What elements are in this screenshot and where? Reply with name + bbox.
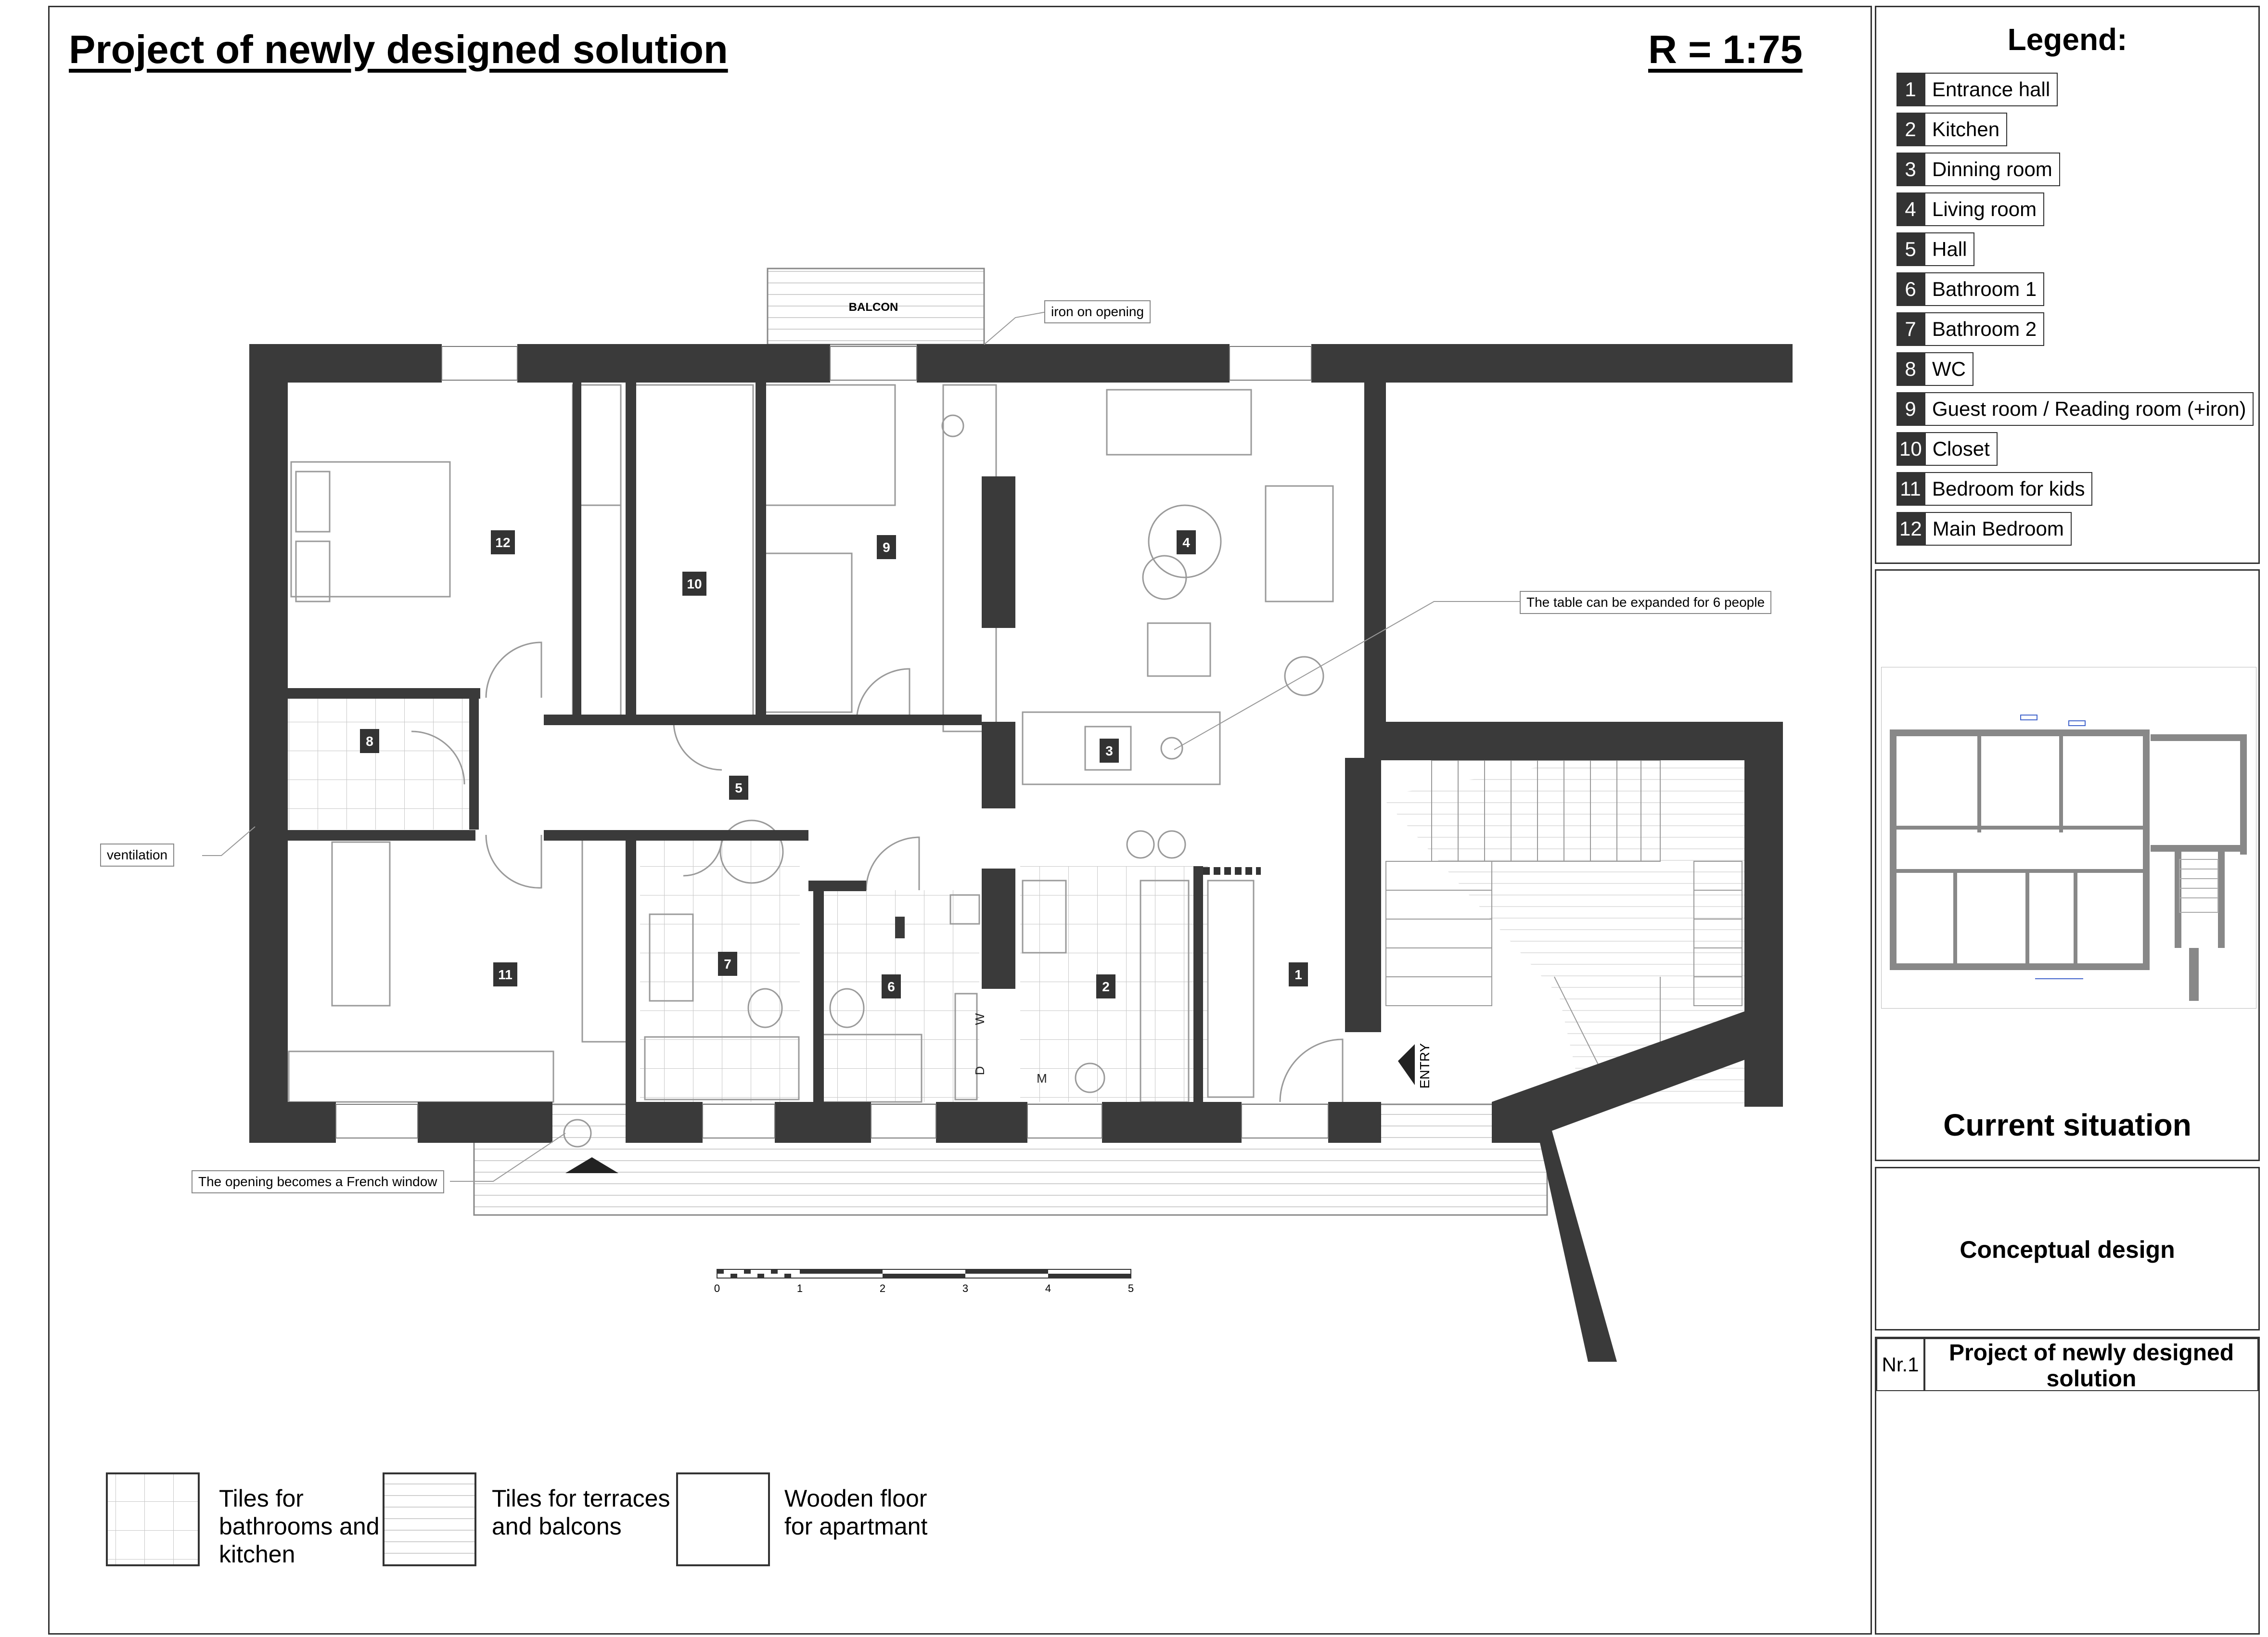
legend-number: 12 (1896, 512, 1925, 546)
ventilation-callout: ventilation (100, 844, 175, 867)
conceptual-design-title: Conceptual design (1960, 1236, 2175, 1263)
legend-label: Guest room / Reading room (+iron) (1924, 392, 2254, 426)
scale-tick: 1 (797, 1282, 803, 1294)
entry-arrow-icon (1398, 1044, 1415, 1085)
current-situation-thumbnail (1881, 667, 2256, 1009)
material-label-line: Tiles for (219, 1485, 304, 1512)
iron-callout: iron on opening (1044, 300, 1151, 323)
balcony-label: BALCON (849, 301, 898, 314)
tile-swatch-label: Tiles for bathrooms and kitchen (219, 1484, 380, 1568)
legend-number: 8 (1896, 352, 1924, 386)
legend-label: Dinning room (1924, 153, 2060, 186)
legend-number: 11 (1896, 472, 1924, 506)
material-label-line: kitchen (219, 1541, 295, 1568)
current-situation-title: Current situation (1943, 1108, 2191, 1142)
legend-label: Bathroom 1 (1924, 272, 2045, 306)
legend-label: Hall (1924, 232, 1975, 266)
legend-number: 10 (1896, 432, 1925, 466)
table-callout: The table can be expanded for 6 people (1520, 591, 1772, 614)
room-tag: 12 (495, 535, 510, 550)
terrace-tile-swatch (383, 1472, 476, 1566)
material-label-line: and balcons (492, 1513, 622, 1540)
tile-swatch (106, 1472, 200, 1566)
entry-label: ENTRY (1417, 1043, 1432, 1088)
scale-bar: 0 1 2 3 4 5 (714, 1269, 1134, 1294)
legend-label: Living room (1924, 192, 2045, 226)
wooden-floor-swatch (676, 1472, 770, 1566)
legend-number: 3 (1896, 153, 1924, 186)
material-label-line: Tiles for terraces (492, 1485, 670, 1512)
legend-label: Bedroom for kids (1924, 472, 2093, 506)
legend-number: 6 (1896, 272, 1924, 306)
legend-number: 5 (1896, 232, 1924, 266)
material-label-line: Wooden floor (784, 1485, 927, 1512)
walls (249, 344, 1793, 1362)
scale-tick: 5 (1128, 1282, 1134, 1294)
legend-label: Main Bedroom (1924, 512, 2072, 546)
room-tag: 8 (366, 734, 373, 749)
room-tag: 6 (887, 979, 895, 994)
floor-plan: BALCON (108, 268, 1793, 1564)
material-label-line: bathrooms and (219, 1513, 380, 1540)
legend-label: Kitchen (1924, 113, 2008, 146)
room-tag: 11 (498, 967, 513, 982)
current-situation-panel: Current situation (1875, 569, 2260, 1161)
legend-label: WC (1924, 352, 1973, 386)
balcony (767, 268, 985, 345)
legend-number: 4 (1896, 192, 1924, 226)
wooden-floor-swatch-label: Wooden floor for apartmant (784, 1484, 927, 1540)
scale-tick: 4 (1045, 1282, 1051, 1294)
room-tag: 3 (1105, 743, 1113, 758)
legend-label: Bathroom 2 (1924, 312, 2045, 346)
material-label-line: for apartmant (784, 1513, 928, 1540)
terrace-arrow-icon (565, 1157, 618, 1173)
conceptual-design-panel: Conceptual design (1875, 1167, 2260, 1330)
dryer-label: D (973, 1066, 987, 1075)
legend-number: 1 (1896, 73, 1924, 106)
legend-label: Entrance hall (1924, 73, 2058, 106)
washer-label: W (973, 1013, 987, 1025)
room-tag: 2 (1102, 979, 1110, 994)
microwave-label: M (1037, 1071, 1047, 1086)
legend-label: Closet (1924, 432, 1998, 466)
sheet-title: Project of newly designed solution (1924, 1338, 2258, 1392)
french-window-callout: The opening becomes a French window (192, 1170, 444, 1193)
staircase (1385, 760, 1743, 1074)
scale-label: R = 1:75 (1648, 27, 1803, 72)
room-tag: 4 (1182, 535, 1190, 550)
room-tag: 1 (1294, 967, 1302, 982)
sheet-number: Nr.1 (1876, 1338, 1924, 1391)
legend-title: Legend: (2007, 22, 2127, 57)
room-tag: 10 (687, 576, 702, 591)
room-tag: 5 (735, 780, 743, 795)
legend-number: 9 (1896, 392, 1924, 426)
terrace-tile-swatch-label: Tiles for terraces and balcons (492, 1484, 670, 1540)
room-tag: 7 (724, 957, 731, 972)
scale-tick: 0 (714, 1282, 720, 1294)
drawing-frame (48, 6, 1872, 1635)
scale-tick: 2 (880, 1282, 885, 1294)
legend-number: 7 (1896, 312, 1924, 346)
sheet-info-panel: Nr.1 Project of newly designed solution (1875, 1337, 2260, 1635)
page-title: Project of newly designed solution (69, 27, 728, 72)
room-tag: 9 (883, 540, 890, 555)
legend-number: 2 (1896, 113, 1924, 146)
scale-tick: 3 (962, 1282, 968, 1294)
